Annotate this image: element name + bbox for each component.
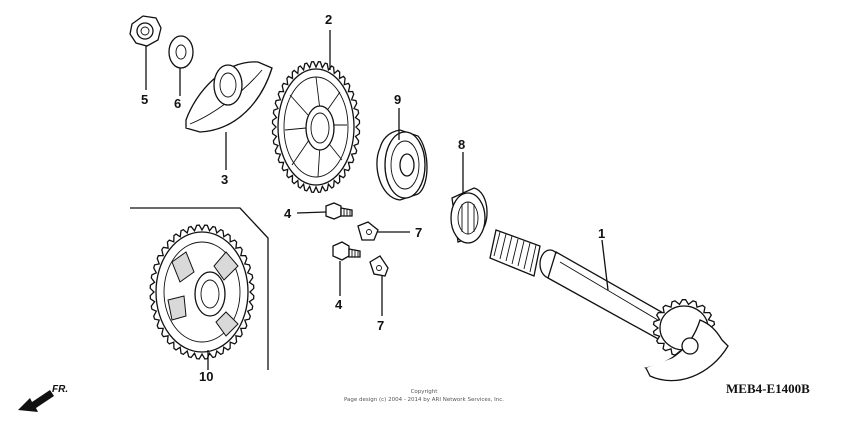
callout-3: 3 (221, 172, 228, 187)
part-5-nut[interactable] (129, 15, 162, 47)
callout-4-lower: 4 (335, 297, 343, 312)
copyright-line-1: Copyright (411, 389, 439, 395)
part-8-bushing[interactable] (450, 187, 488, 244)
copyright-line-2: Page design (c) 2004 - 2014 by ARI Netwo… (344, 397, 504, 403)
part-4-bolt-upper[interactable] (325, 202, 353, 220)
callout-6: 6 (174, 96, 181, 111)
leader-lines (145, 30, 609, 370)
callout-9: 9 (394, 92, 401, 107)
callout-7-lower: 7 (377, 318, 384, 333)
callout-2: 2 (325, 12, 332, 27)
callout-10: 10 (199, 369, 213, 384)
part-3-plate[interactable] (185, 61, 273, 133)
group-frame (130, 207, 269, 370)
diagram-code: MEB4-E1400B (726, 381, 810, 396)
part-1-shaft[interactable] (489, 229, 729, 382)
callout-5: 5 (141, 92, 148, 107)
callout-4-upper: 4 (284, 206, 292, 221)
front-direction-indicator: FR. (18, 384, 68, 412)
part-4-bolt-lower[interactable] (332, 241, 361, 261)
part-9-bearing[interactable] (376, 129, 428, 201)
front-label: FR. (52, 384, 68, 395)
callout-8: 8 (458, 137, 465, 152)
callout-1: 1 (598, 226, 605, 241)
part-7-clip-upper[interactable] (357, 221, 379, 241)
part-2-gear[interactable] (271, 61, 361, 193)
front-arrow-icon (18, 390, 54, 412)
callout-7-upper: 7 (415, 225, 422, 240)
part-6-washer[interactable] (168, 35, 194, 69)
part-10-gear[interactable] (149, 224, 255, 360)
part-7-clip-lower[interactable] (369, 255, 389, 277)
